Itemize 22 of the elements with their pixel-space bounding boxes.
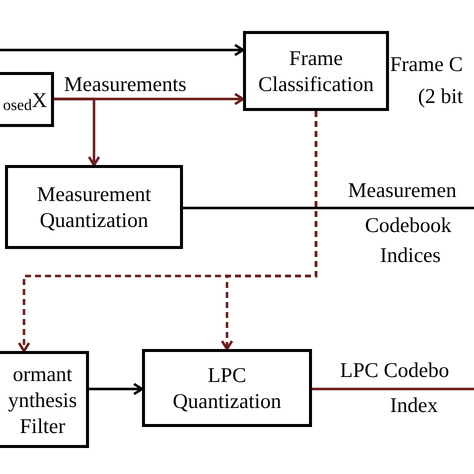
box-label: ormant ynthesis Filter bbox=[7, 360, 78, 438]
box-label: LPC Quantization bbox=[172, 362, 282, 414]
process-box bbox=[5, 165, 183, 249]
output-label: Frame C bbox=[390, 52, 463, 76]
output-label: Index bbox=[390, 393, 438, 417]
arrow bbox=[0, 44, 244, 56]
arrow bbox=[54, 98, 100, 166]
output-label: Measuremen bbox=[348, 178, 456, 202]
edge-label: Measurements bbox=[64, 72, 186, 96]
process-box bbox=[0, 351, 89, 448]
output-label: Indices bbox=[380, 243, 441, 267]
process-box bbox=[0, 72, 54, 127]
arrow bbox=[220, 111, 318, 350]
output-label: LPC Codebo bbox=[340, 358, 450, 382]
arrow bbox=[89, 382, 144, 396]
box-label: $_{osed}$X bbox=[2, 86, 47, 112]
output-label: (2 bit bbox=[418, 84, 463, 108]
box-label: Measurement Quantization bbox=[36, 181, 152, 233]
process-box bbox=[142, 349, 312, 427]
box-label: Frame Classification bbox=[257, 45, 375, 97]
output-label: Codebook bbox=[365, 213, 452, 237]
process-box bbox=[243, 31, 389, 111]
